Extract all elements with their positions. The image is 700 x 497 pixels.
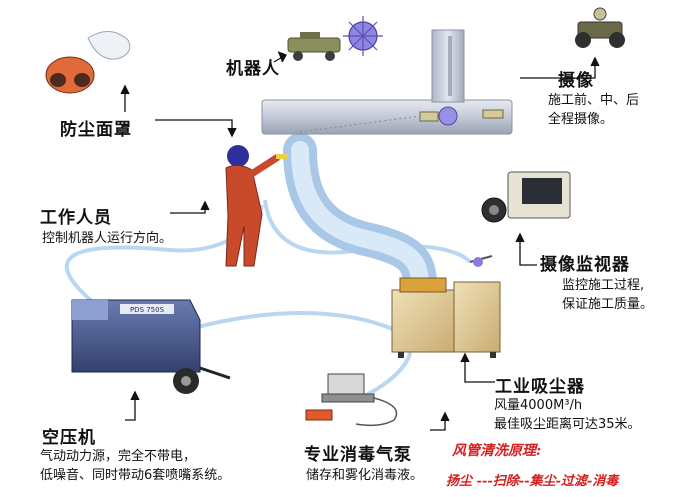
duct-robot-icon (299, 106, 504, 133)
worker-desc: 控制机器人运行方向。 (42, 231, 173, 246)
monitor-desc: 监控施工过程, 保证施工质量。 (562, 276, 653, 314)
principle-flow: 扬尘 ---扫除--集尘-过滤-消毒 (446, 474, 619, 489)
collector-desc: 风量4000M³/h 最佳吸尘距离可达35米。 (494, 396, 641, 434)
camera-robot-icon (575, 7, 625, 48)
pump-title: 专业消毒气泵 (304, 445, 412, 465)
robot-title: 机器人 (226, 59, 280, 79)
rotating-brush-icon (343, 16, 383, 56)
worker-title: 工作人员 (40, 208, 112, 228)
mask-title: 防尘面罩 (60, 120, 132, 140)
camera-desc: 施工前、中、后 全程摄像。 (548, 91, 639, 129)
pump-desc: 储存和雾化消毒液。 (306, 468, 424, 483)
compressor-desc-line-2: 低噪音、同时带动6套喷嘴系统。 (40, 468, 231, 483)
monitor-desc-line-2: 保证施工质量。 (562, 297, 654, 312)
worker-figure (225, 145, 288, 267)
camera-title: 摄像 (558, 71, 594, 91)
principle-title: 风管清洗原理: (452, 443, 542, 459)
camera-monitor-icon (469, 171, 571, 267)
collector-desc-line-1: 风量4000M³/h (494, 398, 583, 413)
robot-icon (287, 32, 341, 61)
compressor-desc-line-1: 气动动力源，完全不带电， (40, 449, 197, 464)
collector-title: 工业吸尘器 (495, 377, 585, 397)
flex-duct-highlight (291, 141, 429, 294)
compressor-desc: 气动动力源，完全不带电， 低噪音、同时带动6套喷嘴系统。 (40, 447, 230, 485)
monitor-desc-line-1: 监控施工过程, (562, 278, 645, 293)
dust-collector-icon (391, 277, 501, 358)
monitor-title: 摄像监视器 (540, 255, 630, 275)
compressor-brand-label: PDS 750S (130, 306, 165, 314)
air-compressor-icon: PDS 750S (71, 299, 231, 394)
camera-desc-line-2: 全程摄像。 (548, 112, 614, 127)
pointer-arrows (120, 51, 600, 431)
dust-mask-icon (45, 31, 131, 94)
camera-desc-line-1: 施工前、中、后 (548, 93, 640, 108)
disinfection-pump-icon (305, 373, 398, 427)
collector-desc-line-2: 最佳吸尘距离可达35米。 (494, 417, 641, 432)
compressor-title: 空压机 (42, 428, 96, 448)
